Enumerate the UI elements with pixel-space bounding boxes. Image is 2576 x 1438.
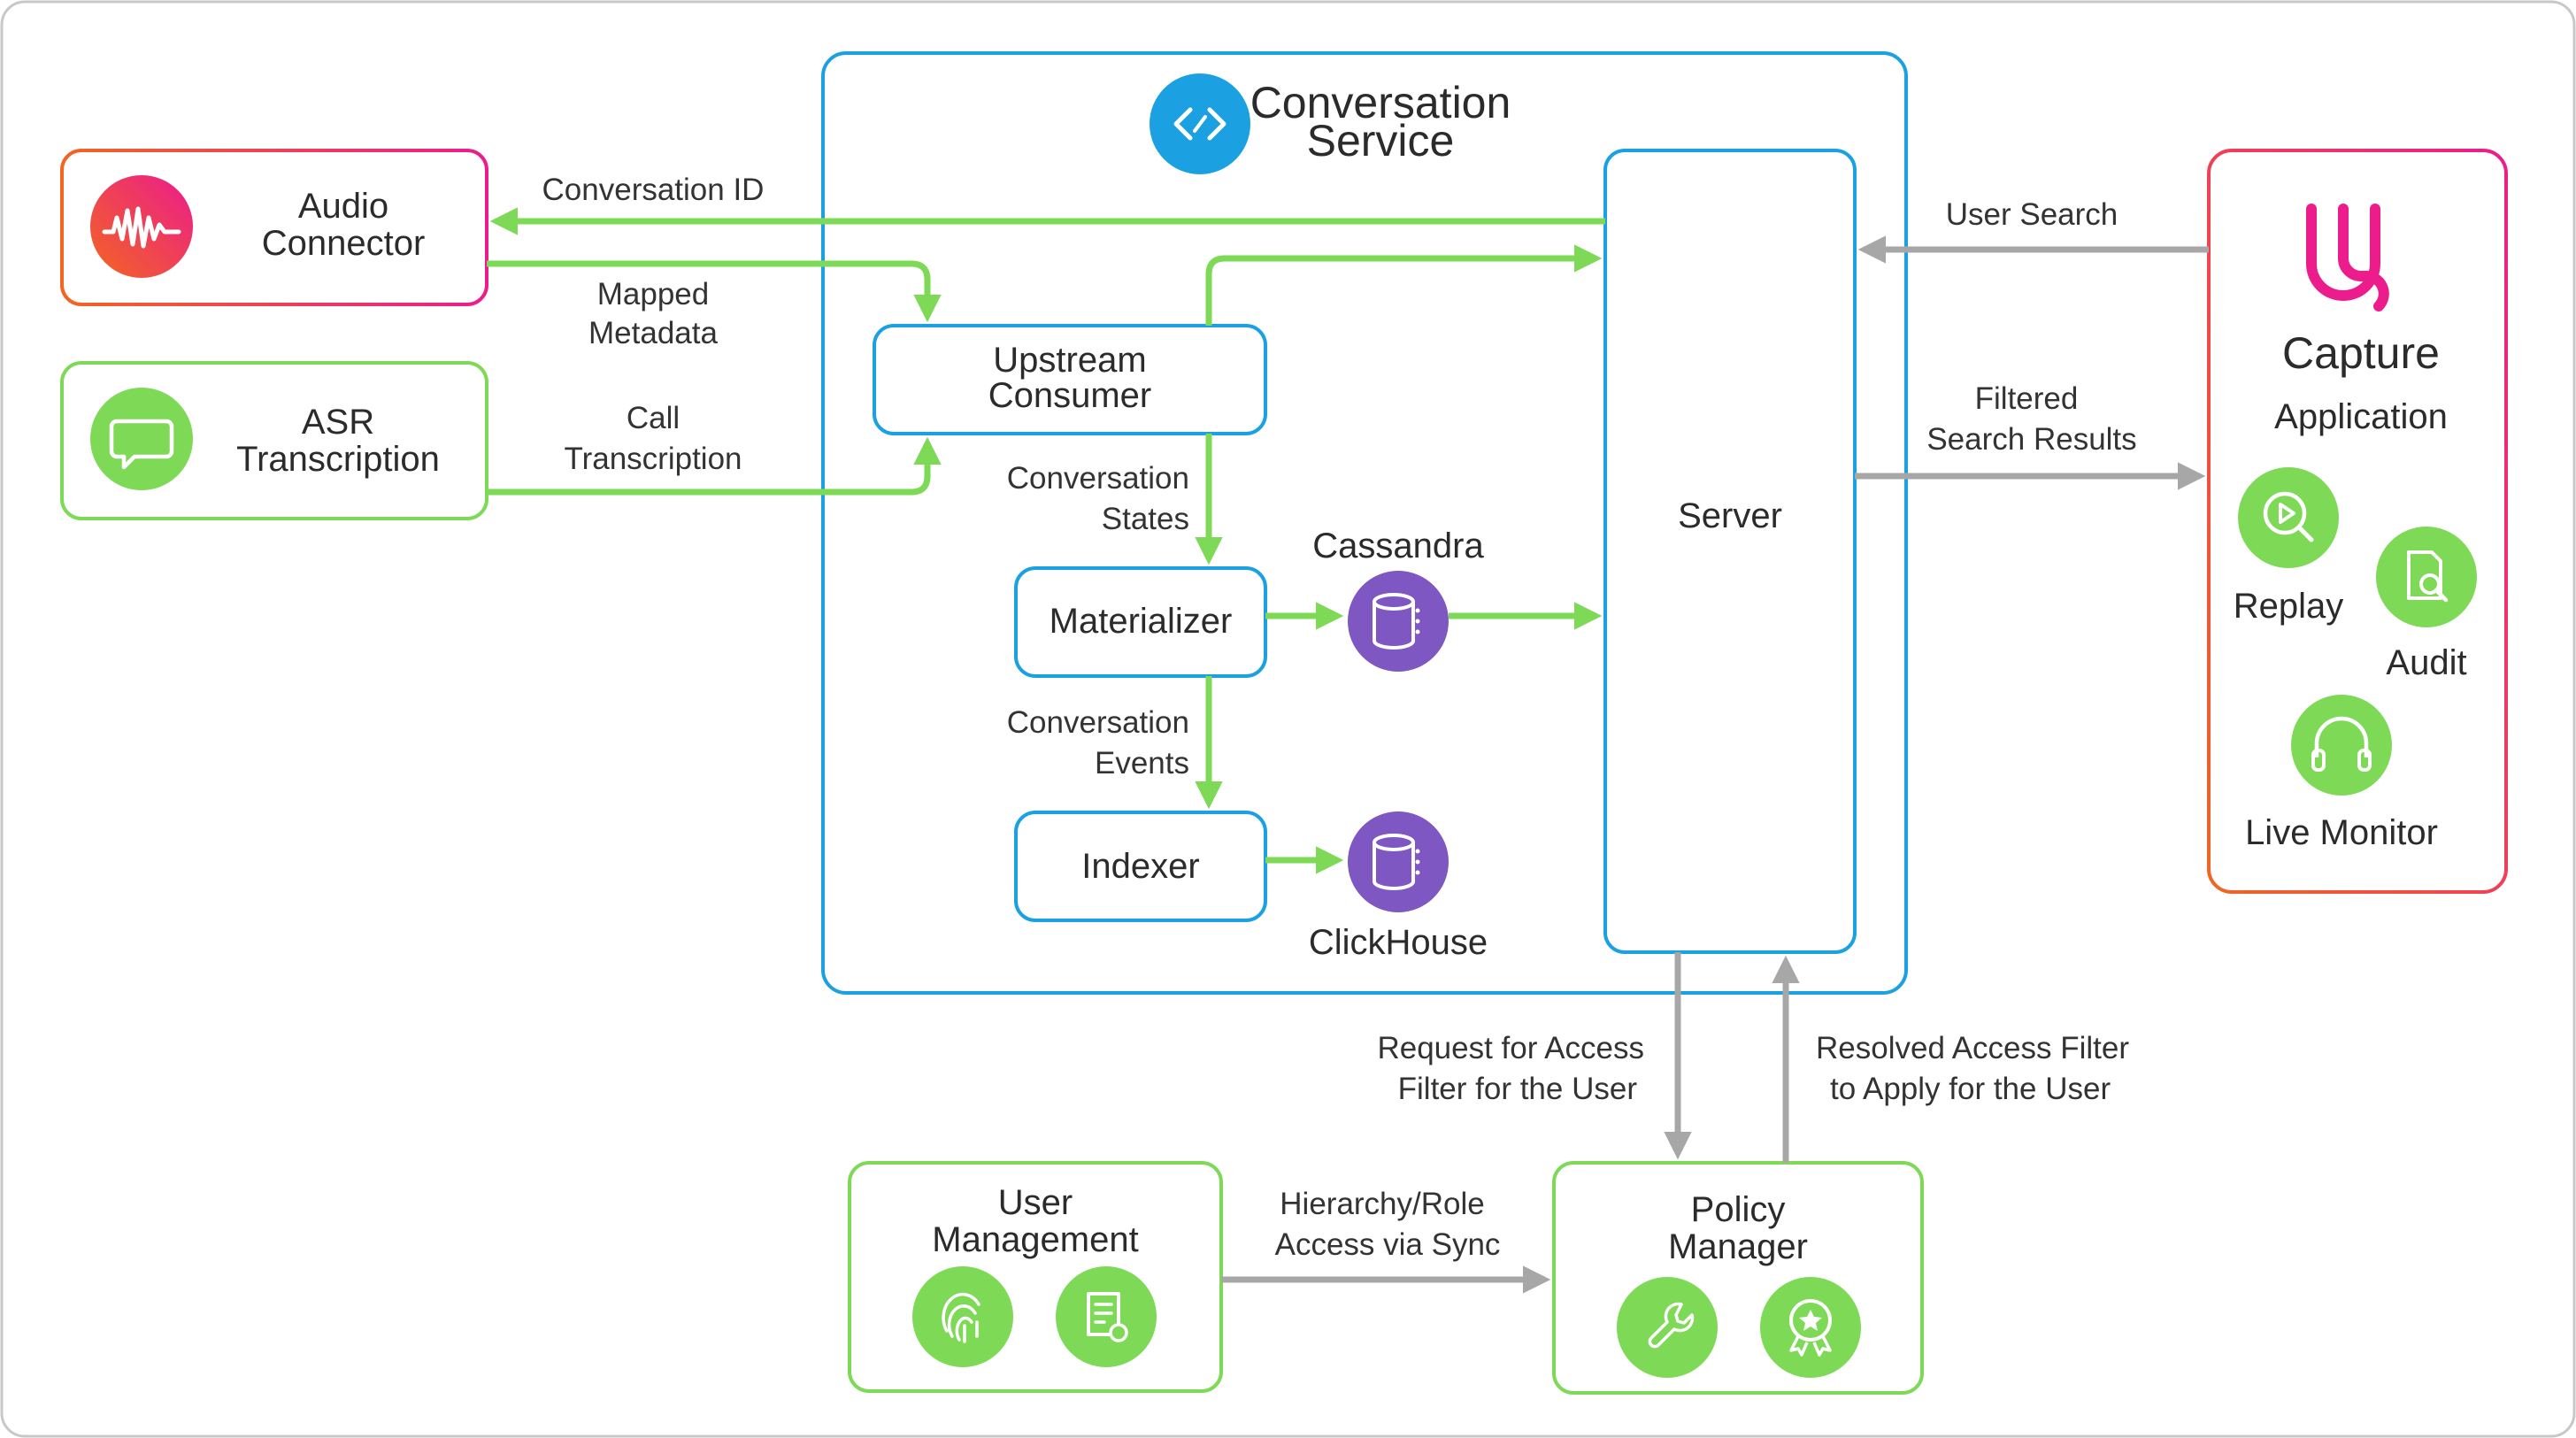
clickhouse-label: ClickHouse: [1309, 923, 1488, 962]
waveform-icon: [90, 175, 193, 278]
headphones-icon: [2291, 695, 2392, 796]
edge-label-user-search: User Search: [1946, 197, 2118, 232]
badge-icon: [1760, 1277, 1861, 1378]
play-magnifier-icon: [2238, 467, 2339, 568]
edge-label-events-2: Events: [1095, 746, 1189, 781]
indexer-label: Indexer: [1081, 847, 1199, 886]
edge-label-filtered-2: Search Results: [1926, 422, 2136, 457]
edge-label-hierarchy-2: Access via Sync: [1275, 1227, 1501, 1262]
edge-call-transcription: [487, 436, 942, 496]
edge-label-call-2: Transcription: [565, 442, 742, 476]
audio-connector-label-1: Audio: [298, 187, 388, 226]
fingerprint-icon: [912, 1266, 1013, 1367]
capture-subtitle: Application: [2274, 397, 2448, 436]
conversation-service-title-1: Conversation: [1250, 78, 1511, 127]
policy-manager-label-1: Policy: [1691, 1190, 1786, 1229]
audio-connector-label-2: Connector: [262, 224, 426, 263]
edge-label-request-1: Request for Access: [1377, 1031, 1644, 1065]
database-icon: [1348, 571, 1449, 672]
edge-label-hierarchy-1: Hierarchy/Role: [1280, 1187, 1484, 1221]
chat-bubble-icon: [90, 388, 193, 490]
live-monitor-label: Live Monitor: [2245, 813, 2438, 852]
edge-label-resolved-1: Resolved Access Filter: [1816, 1031, 2129, 1065]
indexer-box: [1014, 811, 1267, 922]
upstream-consumer-box: [873, 324, 1267, 435]
edge-label-filtered-1: Filtered: [1975, 381, 2079, 416]
wrench-icon: [1617, 1277, 1718, 1378]
edge-label-request-2: Filter for the User: [1398, 1072, 1638, 1106]
certificate-icon: [1056, 1266, 1157, 1367]
upstream-consumer-label-1: Upstream: [993, 341, 1146, 380]
edge-label-states-2: States: [1102, 502, 1189, 536]
database-icon: [1348, 811, 1449, 912]
edge-mapped-metadata: [487, 260, 942, 323]
conversation-service-container: [821, 51, 1908, 995]
conversation-service-title-2: Service: [1307, 116, 1455, 165]
edge-label-resolved-2: to Apply for the User: [1830, 1072, 2111, 1106]
audit-label: Audit: [2386, 643, 2466, 682]
asr-label-1: ASR: [302, 403, 374, 442]
edge-label-events-1: Conversation: [1007, 705, 1189, 740]
server-label: Server: [1678, 496, 1782, 535]
replay-label: Replay: [2234, 587, 2344, 626]
document-search-icon: [2376, 527, 2477, 627]
materializer-box: [1014, 566, 1267, 678]
edge-label-mapped-1: Mapped: [597, 277, 709, 311]
capture-u-logo: [2306, 204, 2389, 311]
server-box: [1603, 149, 1857, 954]
edge-label-mapped-2: Metadata: [588, 316, 718, 350]
edge-label-call-1: Call: [627, 401, 680, 435]
cassandra-label: Cassandra: [1312, 527, 1484, 565]
upstream-consumer-label-2: Consumer: [988, 376, 1152, 415]
asr-label-2: Transcription: [236, 440, 440, 479]
edge-label-states-1: Conversation: [1007, 461, 1189, 496]
capture-title: Capture: [2282, 328, 2440, 378]
user-management-label-2: Management: [932, 1220, 1138, 1259]
policy-manager-label-2: Manager: [1668, 1227, 1808, 1266]
user-management-label-1: User: [998, 1183, 1073, 1222]
code-brackets-icon: [1150, 73, 1250, 174]
edge-upstream-to-server: [1205, 244, 1603, 326]
edge-label-conversation-id: Conversation ID: [542, 173, 765, 207]
capture-application-box: [2207, 149, 2508, 894]
materializer-label: Materializer: [1050, 602, 1233, 641]
